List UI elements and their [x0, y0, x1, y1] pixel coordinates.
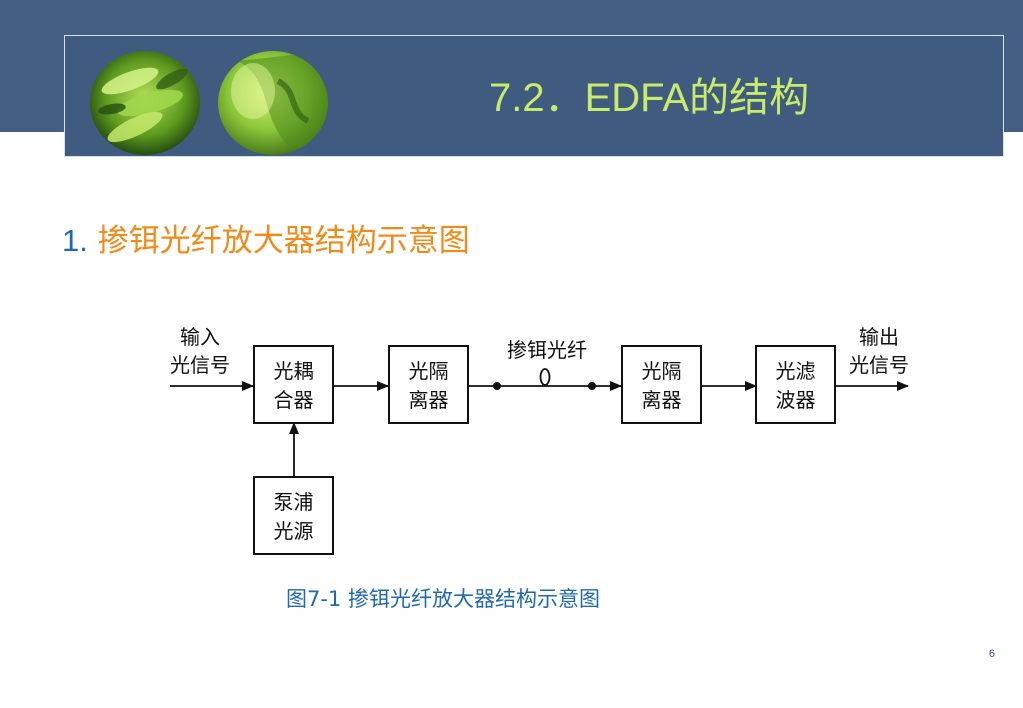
section-heading: 1. 掺铒光纤放大器结构示意图: [62, 218, 470, 264]
block-coupler-line1: 光耦: [274, 359, 314, 383]
splice-dot-right: [588, 382, 596, 390]
slide-title: 7.2．EDFA的结构: [489, 76, 810, 120]
block-isolator-1-line1: 光隔: [409, 359, 449, 383]
block-filter-line1: 光滤: [776, 359, 816, 383]
input-label-line1: 输入: [180, 325, 220, 349]
block-isolator-2-line2: 离器: [642, 388, 682, 412]
heading-number: 1.: [62, 223, 88, 258]
fiber-label: 掺铒光纤: [507, 338, 587, 362]
block-pump: 泵浦 光源: [253, 476, 334, 555]
leaf-photo-circle-right: [218, 51, 328, 155]
figure-caption: 图7-1 掺铒光纤放大器结构示意图: [286, 587, 600, 611]
output-label-line1: 输出: [859, 325, 899, 349]
leaf-photo-circle-left: [90, 51, 200, 155]
block-coupler-line2: 合器: [274, 388, 314, 412]
block-isolator-2: 光隔 离器: [621, 345, 702, 424]
block-pump-line1: 泵浦: [274, 490, 314, 514]
block-filter: 光滤 波器: [755, 345, 836, 424]
output-label-line2: 光信号: [849, 353, 909, 377]
splice-dot-left: [493, 382, 501, 390]
block-isolator-1-line2: 离器: [409, 388, 449, 412]
block-isolator-2-line1: 光隔: [642, 359, 682, 383]
fiber-coil-symbol: [539, 368, 551, 386]
block-coupler: 光耦 合器: [253, 345, 334, 424]
block-isolator-1: 光隔 离器: [388, 345, 469, 424]
heading-text: 掺铒光纤放大器结构示意图: [97, 223, 470, 259]
block-pump-line2: 光源: [274, 519, 314, 543]
input-label-line2: 光信号: [170, 353, 230, 377]
page-number: 6: [988, 648, 995, 660]
block-filter-line2: 波器: [776, 388, 816, 412]
